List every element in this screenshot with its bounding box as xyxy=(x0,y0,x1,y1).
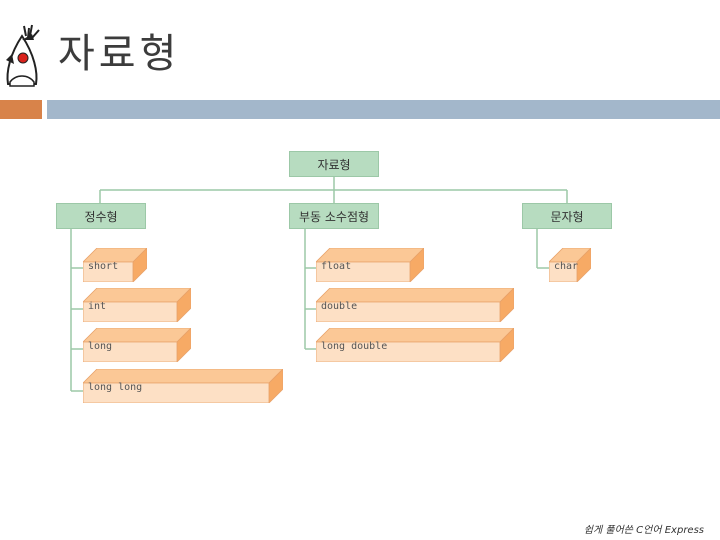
category-character: 문자형 xyxy=(522,203,612,229)
type-long-long: long long xyxy=(83,369,283,403)
root-node: 자료형 xyxy=(289,151,379,177)
footer-text: 쉽게 풀어쓴 C언어 Express xyxy=(584,521,704,536)
type-float: float xyxy=(316,248,424,282)
type-label: long xyxy=(88,341,112,352)
type-char: char xyxy=(549,248,591,282)
type-label: int xyxy=(88,301,106,312)
type-label: char xyxy=(554,261,578,272)
type-label: float xyxy=(321,261,351,272)
type-label: long double xyxy=(321,341,387,352)
type-long: long xyxy=(83,328,191,362)
category-integer: 정수형 xyxy=(56,203,146,229)
type-long-double: long double xyxy=(316,328,514,362)
type-double: double xyxy=(316,288,514,322)
type-int: int xyxy=(83,288,191,322)
type-label: short xyxy=(88,261,118,272)
type-short: short xyxy=(83,248,147,282)
type-label: long long xyxy=(88,382,142,393)
category-floating-point: 부동 소수점형 xyxy=(289,203,379,229)
type-label: double xyxy=(321,301,357,312)
